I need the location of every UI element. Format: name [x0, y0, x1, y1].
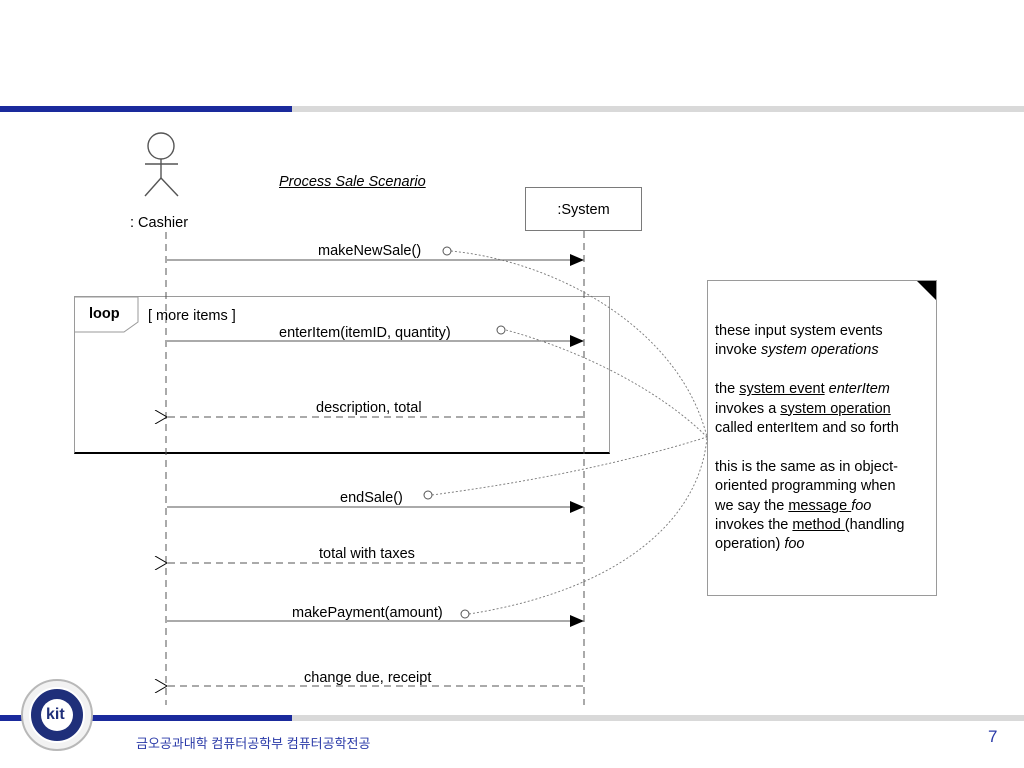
loop-keyword: loop [89, 306, 120, 322]
note-p3-method: method [792, 517, 845, 534]
note-p3-line1: this is the same as in object- [715, 458, 898, 475]
note-p3-we-say: we say the [715, 497, 789, 514]
message-label-enteritem: enterItem(itemID, quantity) [279, 325, 451, 341]
note-p3-foo1: foo [851, 497, 872, 514]
note-p2-tail: called enterItem and so forth [715, 420, 899, 437]
note-p2-enteritem: enterItem [828, 381, 890, 398]
actor-cashier-icon [144, 132, 179, 197]
note-p1-invoke: invoke [715, 342, 761, 359]
header-rule-blue [0, 106, 292, 112]
note-box [707, 280, 937, 596]
note-p1-em: system operations [760, 342, 879, 359]
message-label-change-due: change due, receipt [304, 670, 432, 686]
connector-endpoints [423, 246, 506, 619]
message-label-makenewsale: makeNewSale() [318, 243, 422, 259]
note-p2-system-operation: system operation [780, 400, 891, 417]
message-label-description-total: description, total [316, 400, 422, 416]
note-p2-system-event: system event [739, 381, 825, 398]
footer-rule-blue [0, 715, 292, 721]
loop-frame [74, 296, 610, 454]
note-paragraph-2: the system event enterItem invokes a sys… [715, 380, 933, 438]
note-p3-invokes-the: invokes the [715, 517, 793, 534]
note-p3-operation: operation) [715, 536, 785, 553]
message-label-total-with-taxes: total with taxes [319, 546, 415, 562]
note-corner [917, 281, 936, 300]
note-paragraph-1: these input system events invoke system … [715, 322, 933, 361]
note-p1-line1: these input system events [715, 323, 883, 339]
diagram-title: Process Sale Scenario [279, 174, 426, 190]
note-p3-handling: (handling [844, 517, 905, 534]
page-number: 7 [988, 727, 998, 746]
kit-logo [21, 679, 93, 751]
header-rule-gray [292, 106, 1024, 112]
system-lifeline-box: :System [525, 187, 642, 231]
note-p3-message: message [788, 497, 852, 514]
loop-guard: [ more items ] [148, 308, 236, 324]
note-p2-the: the [715, 381, 740, 398]
note-text: these input system events invoke system … [715, 322, 933, 574]
footer-institution: 금오공과대학 컴퓨터공학부 컴퓨터공학전공 [136, 736, 371, 751]
actor-label: : Cashier [130, 215, 189, 231]
footer-rule-gray [292, 715, 1024, 721]
note-paragraph-3: this is the same as in object- oriented … [715, 458, 933, 555]
note-p3-line2: oriented programming when [715, 478, 896, 495]
loop-tab [75, 296, 139, 333]
message-label-makepayment: makePayment(amount) [292, 605, 443, 621]
note-p3-foo2: foo [784, 536, 805, 553]
logo-text: kit [46, 706, 65, 723]
message-label-endsale: endSale() [340, 490, 403, 506]
note-p2-invokes-a: invokes a [715, 400, 781, 417]
note-connectors [431, 250, 708, 615]
